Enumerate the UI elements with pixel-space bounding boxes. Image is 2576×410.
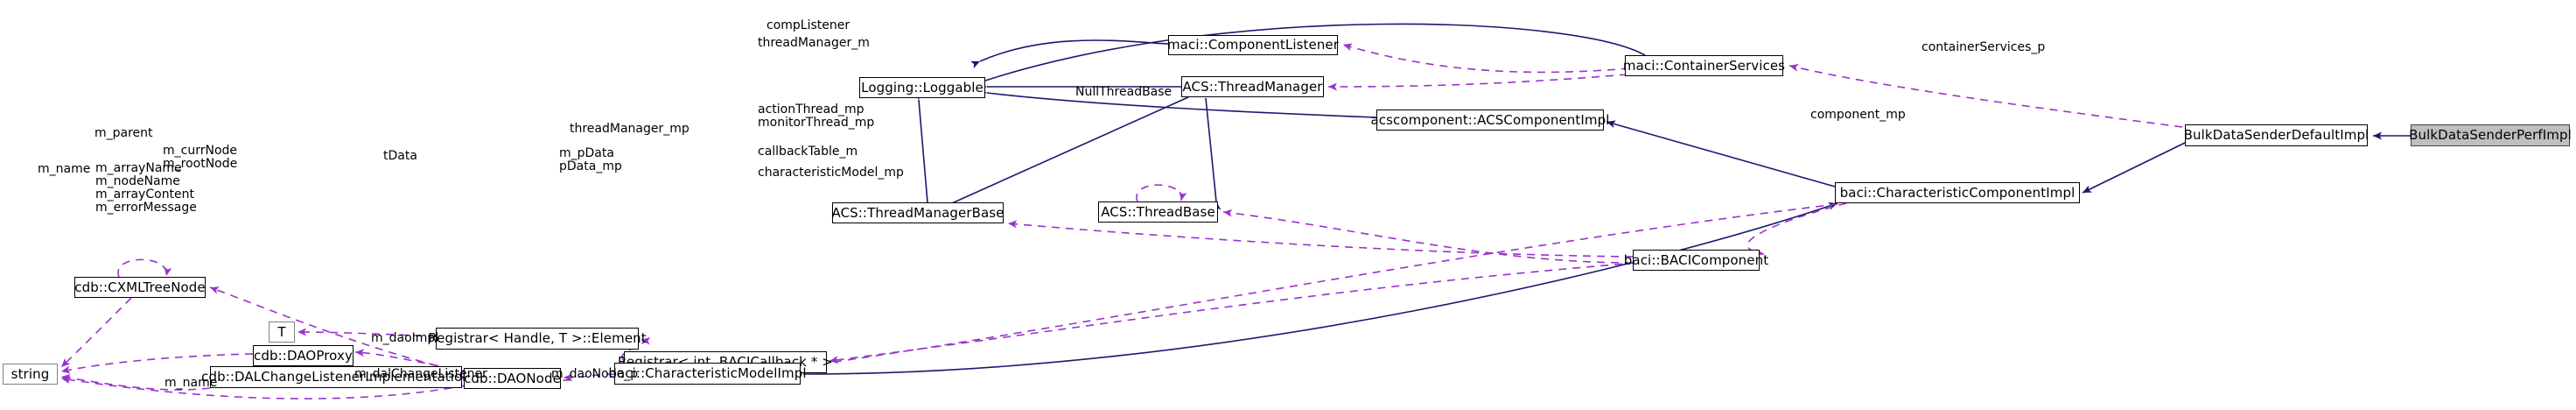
edge-label-m-name-cxmltreenode: m_name [38,162,91,176]
edge-label-threadmanager-mp: threadManager_mp [570,122,690,136]
node-baci-bacicomponent[interactable]: baci::BACIComponent [1624,250,1768,271]
node-label: BulkDataSenderDefaultImpl [2183,127,2370,143]
node-bulkdatasenderdefaultimpl[interactable]: BulkDataSenderDefaultImpl [2183,124,2370,146]
node-label: Registrar< Handle, T >::Element [428,330,647,346]
node-label: ACS::ThreadManagerBase [831,204,1004,221]
node-baci-characteristiccomponentimpl[interactable]: baci::CharacteristicComponentImpl [1835,182,2080,203]
edge-label-action-monitor-thread-mp: actionThread_mp monitorThread_mp [758,102,875,130]
edge-label-currnode-rootnode: m_currNode m_rootNode [163,144,238,171]
node-cdb-daoproxy[interactable]: cdb::DAOProxy [253,345,354,366]
edge-label-tdata: tData [383,149,417,163]
node-label: string [10,365,50,382]
edge-label-characteristicmodel-mp: characteristicModel_mp [758,166,904,180]
edge-label-containerservices-p: containerServices_p [1922,40,2046,54]
node-label: cdb::DAONode [464,370,561,386]
edge-label-m-dalchangelistener: m_dalChangeListener [354,367,487,381]
node-label: BulkDataSenderPerfImpl [2409,127,2572,143]
node-label: cdb::DAOProxy [254,347,353,364]
node-maci-componentlistener[interactable]: maci::ComponentListener [1166,35,1340,55]
node-bulkdatasenderperfimpl[interactable]: BulkDataSenderPerfImpl [2409,124,2572,146]
edge-label-pdata: m_pData pData_mp [559,146,622,173]
node-label: T [277,323,286,340]
edge-label-complistener: compListener [766,18,850,32]
node-acs-threadbase[interactable]: ACS::ThreadBase [1098,201,1218,223]
node-acs-threadmanagerbase[interactable]: ACS::ThreadManagerBase [831,202,1004,223]
node-registrar-handle-t-element[interactable]: Registrar< Handle, T >::Element [428,328,647,350]
node-cdb-cxmltreenode[interactable]: cdb::CXMLTreeNode [74,277,206,298]
node-label: ACS::ThreadBase [1101,203,1215,220]
node-maci-containerservices[interactable]: maci::ContainerServices [1622,55,1786,76]
node-label: Logging::Loggable [861,79,984,95]
inheritance-edges [802,23,2411,375]
edge-label-component-mp: component_mp [1810,108,1906,122]
edge-label-nullthreadbase: NullThreadBase [1075,85,1172,99]
node-t[interactable]: T [269,322,295,343]
node-baci-characteristicmodelimpl[interactable]: baci::CharacteristicModelImpl [608,363,807,385]
node-label: maci::ContainerServices [1622,57,1786,74]
edge-label-m-daonode-p: m_daoNode_p [551,367,639,381]
node-label: baci::BACIComponent [1623,251,1769,268]
node-string[interactable]: string [3,364,58,385]
node-acscomponent-acscomponentimpl[interactable]: acscomponent::ACSComponentImpl [1370,110,1609,131]
edge-label-callbacktable-m: callbackTable_m [758,145,858,159]
edge-label-m-parent: m_parent [94,126,153,140]
node-label: acscomponent::ACSComponentImpl [1370,111,1610,128]
edge-label-m-name-daonode: m_name [164,376,218,390]
edge-label-array-node-names: m_arrayName m_nodeName m_arrayContent m_… [95,161,197,215]
node-label: ACS::ThreadManager [1182,78,1323,95]
edge-label-threadmanager-m: threadManager_m [758,36,870,50]
node-label: cdb::CXMLTreeNode [74,279,206,295]
node-cdb-daonode[interactable]: cdb::DAONode [464,368,561,389]
node-label: maci::ComponentListener [1166,37,1340,53]
node-logging-loggable[interactable]: Logging::Loggable [859,77,985,98]
edge-label-m-daoimpl: m_daoImpl [371,331,439,345]
node-label: baci::CharacteristicModelImpl [608,365,807,381]
node-label: baci::CharacteristicComponentImpl [1839,184,2076,201]
node-acs-threadmanager[interactable]: ACS::ThreadManager [1181,76,1324,97]
